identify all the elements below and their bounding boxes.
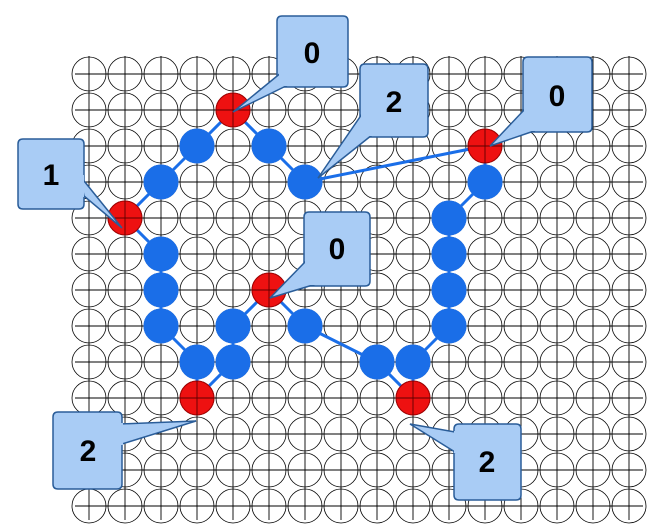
callout-labels: 0 1 2 0 0 2 (17, 15, 593, 501)
blue-node (287, 308, 323, 344)
blue-node (143, 236, 179, 272)
callout-mid-upper: 2 (317, 63, 429, 179)
callout-center-label: 0 (329, 233, 346, 266)
callout-left: 1 (17, 138, 123, 229)
blue-node (287, 164, 323, 200)
blue-node (467, 164, 503, 200)
blue-node (431, 236, 467, 272)
blue-node (143, 308, 179, 344)
blue-node (431, 272, 467, 308)
blue-node (395, 344, 431, 380)
blue-node (431, 200, 467, 236)
callout-center: 0 (269, 211, 371, 299)
red-node (179, 380, 215, 416)
callout-top-label: 0 (304, 37, 321, 70)
red-node (395, 380, 431, 416)
blue-node (431, 308, 467, 344)
blue-node (215, 344, 251, 380)
callout-bottom-left: 2 (52, 411, 197, 490)
blue-node (359, 344, 395, 380)
callout-bottom-right: 2 (409, 423, 522, 501)
blue-node (215, 308, 251, 344)
callout-right-label: 0 (549, 80, 566, 113)
callout-bottom-right-label: 2 (479, 446, 496, 479)
blue-node (179, 344, 215, 380)
callout-right: 0 (489, 56, 593, 147)
callout-bottom-left-label: 2 (80, 435, 97, 468)
red-node (215, 92, 251, 128)
callout-mid-upper-label: 2 (386, 86, 403, 119)
blue-node (143, 272, 179, 308)
blue-node (251, 128, 287, 164)
blue-node (179, 128, 215, 164)
red-node (467, 128, 503, 164)
callout-left-label: 1 (43, 159, 60, 192)
highlighted-nodes (107, 92, 503, 416)
blue-node (143, 164, 179, 200)
callout-top: 0 (232, 15, 349, 113)
